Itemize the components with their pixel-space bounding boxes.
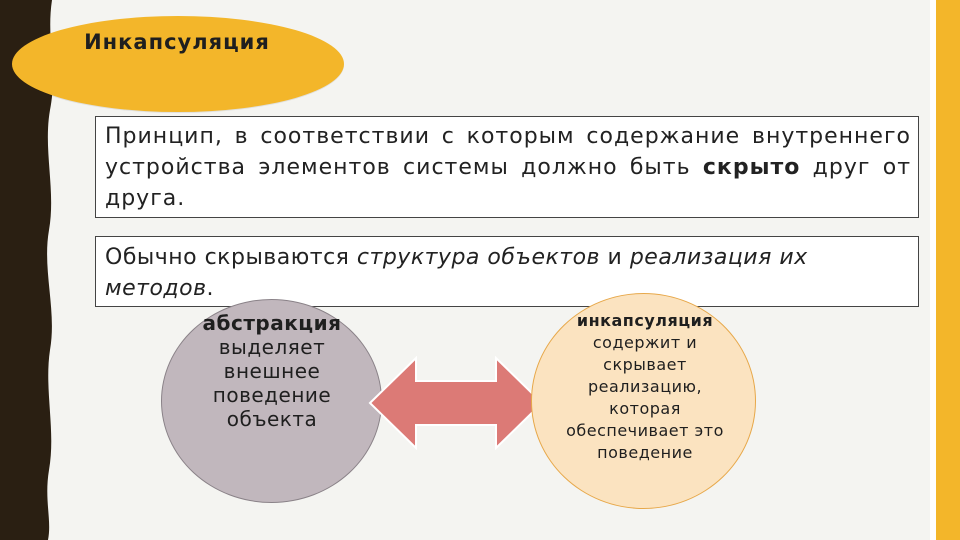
abstraction-description: выделяет внешнее поведение объекта	[212, 335, 332, 431]
abstraction-label: абстракция	[202, 311, 342, 335]
hidden-italic-implementation: реализация их методов	[105, 245, 808, 301]
title-ellipse	[12, 16, 344, 112]
hidden-elements-text: Обычно скрываются структура объектов и р…	[105, 242, 911, 304]
abstraction-circle	[161, 299, 382, 503]
hidden-elements-box: Обычно скрываются структура объектов и р…	[95, 236, 919, 307]
definition-text: Принцип, в соответствии с которым содерж…	[105, 121, 911, 214]
encapsulation-label: инкапсуляция	[576, 311, 714, 330]
hidden-italic-structure: структура объектов	[356, 245, 601, 270]
hidden-middle: и	[600, 245, 630, 270]
left-decorative-band	[0, 0, 58, 540]
slide-title: Инкапсуляция	[84, 30, 270, 54]
hidden-prefix: Обычно скрываются	[105, 245, 357, 270]
right-accent-stripe	[936, 0, 960, 540]
definition-box: Принцип, в соответствии с которым содерж…	[95, 116, 919, 218]
double-arrow-icon	[368, 356, 544, 450]
definition-bold-word: скрыто	[702, 155, 801, 180]
definition-text-after: друг от друга.	[105, 155, 912, 211]
encapsulation-circle	[531, 293, 756, 509]
encapsulation-text: инкапсуляция содержит и скрывает реализа…	[566, 310, 724, 464]
encapsulation-description: содержит и скрывает реализацию, которая …	[566, 333, 724, 462]
right-stripe-gap	[930, 0, 936, 540]
definition-text-before: Принцип, в соответствии с которым содерж…	[105, 124, 911, 180]
hidden-suffix: .	[206, 276, 215, 301]
